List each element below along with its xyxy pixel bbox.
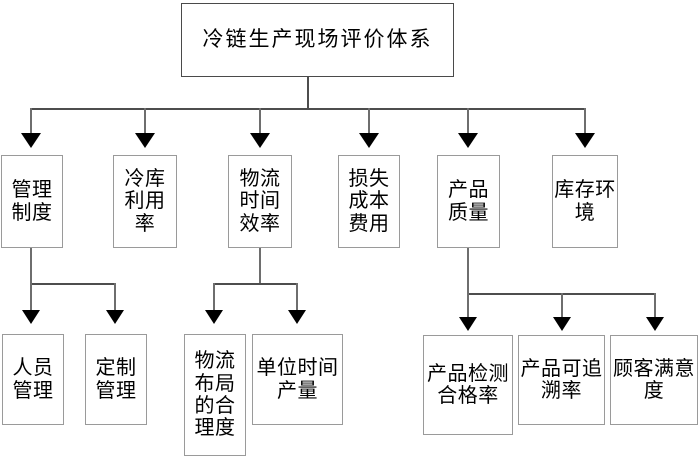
connector-drop-l2-4 bbox=[368, 108, 370, 134]
node-root-label: 冷链生产现场评价体系 bbox=[202, 27, 433, 52]
node-l3-staff-management: 人员管理 bbox=[2, 334, 64, 425]
node-l2-inventory-environment: 库存环境 bbox=[552, 155, 618, 248]
arrow-l2-4 bbox=[359, 133, 379, 148]
arrow-l2-3 bbox=[250, 133, 270, 148]
node-l2-cold-storage-utilization: 冷库利用率 bbox=[113, 155, 177, 248]
arrow-unit-time-output bbox=[288, 310, 306, 324]
connector-drop-l2-6 bbox=[584, 108, 586, 134]
node-root: 冷链生产现场评价体系 bbox=[181, 3, 454, 77]
node-l2-loss-cost: 损失成本费用 bbox=[338, 155, 400, 248]
arrow-inspection-pass-rate bbox=[459, 317, 477, 331]
connector-root-stem bbox=[307, 77, 309, 108]
connector-drop-l2-2 bbox=[144, 108, 146, 134]
node-l2-logistics-time-efficiency-label: 物流时间效率 bbox=[239, 167, 281, 235]
node-l2-product-quality: 产品质量 bbox=[437, 155, 500, 248]
node-l3-product-traceability-rate-label: 产品可追溯率 bbox=[520, 357, 603, 402]
connector-drop-traceability-rate bbox=[561, 293, 563, 318]
arrow-l2-1 bbox=[21, 133, 41, 148]
arrow-customer-satisfaction bbox=[646, 317, 664, 331]
node-l2-product-quality-label: 产品质量 bbox=[448, 179, 489, 224]
node-l3-product-inspection-pass-rate: 产品检测合格率 bbox=[423, 335, 513, 435]
node-l3-customer-satisfaction-label: 顾客满意度 bbox=[613, 357, 695, 402]
node-l3-unit-time-output: 单位时间产量 bbox=[252, 334, 343, 425]
node-l3-customer-satisfaction: 顾客满意度 bbox=[610, 335, 698, 425]
arrow-layout-rationality bbox=[205, 310, 223, 324]
connector-stem-product-quality bbox=[467, 248, 469, 293]
node-l2-loss-cost-label: 损失成本费用 bbox=[348, 167, 390, 235]
connector-bus-logistics-time-efficiency bbox=[213, 283, 298, 285]
arrow-l2-5 bbox=[458, 133, 478, 148]
connector-drop-inspection-pass-rate bbox=[467, 293, 469, 318]
connector-stem-logistics-time-efficiency bbox=[259, 248, 261, 283]
connector-drop-layout-rationality bbox=[213, 283, 215, 311]
connector-stem-management-system bbox=[30, 248, 32, 283]
node-l3-custom-management-label: 定制管理 bbox=[95, 357, 137, 402]
node-l2-inventory-environment-label: 库存环境 bbox=[554, 179, 616, 224]
connector-drop-custom-management bbox=[114, 283, 116, 311]
node-l3-custom-management: 定制管理 bbox=[85, 334, 147, 425]
node-l2-logistics-time-efficiency: 物流时间效率 bbox=[228, 155, 292, 248]
connector-drop-customer-satisfaction bbox=[654, 293, 656, 318]
node-l3-staff-management-label: 人员管理 bbox=[12, 357, 54, 402]
node-l3-unit-time-output-label: 单位时间产量 bbox=[256, 357, 339, 402]
arrow-staff-management bbox=[22, 310, 40, 324]
node-l2-management-system-label: 管理制度 bbox=[11, 179, 53, 224]
connector-drop-l2-1 bbox=[30, 108, 32, 134]
connector-drop-l2-3 bbox=[259, 108, 261, 134]
arrow-custom-management bbox=[106, 310, 124, 324]
arrow-l2-2 bbox=[135, 133, 155, 148]
node-l3-logistics-layout-rationality: 物流布局的合理度 bbox=[184, 334, 246, 456]
connector-bus-management-system bbox=[31, 283, 116, 285]
connector-drop-staff-management bbox=[30, 283, 32, 311]
node-l2-cold-storage-utilization-label: 冷库利用率 bbox=[124, 167, 166, 235]
node-l2-management-system: 管理制度 bbox=[1, 155, 63, 248]
connector-level2-bus bbox=[31, 108, 585, 110]
node-l3-product-traceability-rate: 产品可追溯率 bbox=[518, 335, 605, 425]
connector-drop-l2-5 bbox=[467, 108, 469, 134]
connector-drop-unit-time-output bbox=[296, 283, 298, 311]
arrow-traceability-rate bbox=[553, 317, 571, 331]
node-l3-logistics-layout-rationality-label: 物流布局的合理度 bbox=[194, 350, 236, 440]
node-l3-product-inspection-pass-rate-label: 产品检测合格率 bbox=[427, 362, 509, 407]
arrow-l2-6 bbox=[575, 133, 595, 148]
